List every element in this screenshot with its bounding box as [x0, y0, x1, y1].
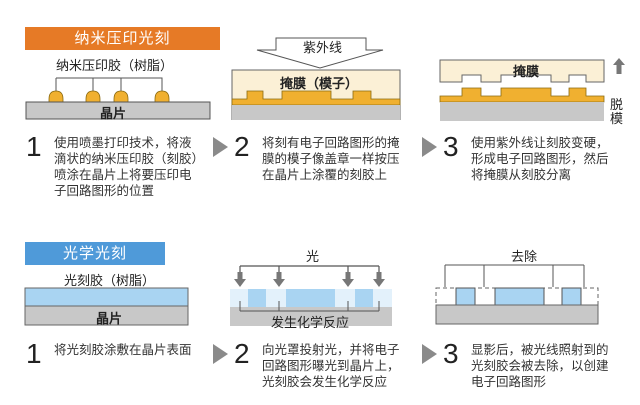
step-number: 1: [26, 131, 42, 162]
imprinted-resist: [231, 90, 401, 106]
remove-label: 去除: [511, 250, 538, 265]
photolithography-title-banner: 光学光刻: [25, 242, 165, 265]
step-number: 2: [234, 338, 250, 369]
photolithography-step-2: 2 向光罩投射光，并将电子 回路图形曝光到晶片上， 光刻胶会发生化学反应: [213, 340, 400, 390]
light-arrow-icon: [234, 272, 385, 287]
remaining-resist: [494, 287, 545, 306]
step-description: 向光罩投射光，并将电子 回路图形曝光到晶片上， 光刻胶会发生化学反应: [262, 342, 400, 389]
masked-resist: [248, 289, 266, 307]
nanoimprint-diagram-3: [439, 59, 605, 121]
step-arrow-icon: [213, 137, 228, 157]
step-description: 显影后，被光线照射到的 光刻胶会被去除，以创建 电子回路图形: [471, 342, 609, 389]
step-arrow-icon: [213, 344, 228, 364]
step-description: 将光刻胶涂敷在晶片表面: [54, 342, 192, 357]
photolithography-step-3: 3 显影后，被光线照射到的 光刻胶会被去除，以创建 电子回路图形: [422, 340, 609, 390]
photoresist-layer: [24, 287, 189, 307]
nanoimprint-step-3: 3 使用紫外线让刻胶变硬， 形成电子回路图形，然后 将掩膜从刻胶分离: [422, 133, 609, 183]
step-number: 3: [443, 338, 459, 369]
wafer: [25, 101, 211, 120]
wafer: [435, 304, 599, 325]
photolithography-diagram-2: [230, 265, 392, 326]
lift-up-arrow-icon: [613, 58, 625, 74]
remaining-resist: [455, 287, 476, 306]
mask-label: 掩膜: [513, 65, 540, 80]
uv-arrow-icon: [256, 37, 384, 69]
wafer: [230, 307, 392, 326]
photoresist-label: 光刻胶（树脂）: [64, 274, 156, 289]
reaction-bracket: [239, 301, 380, 312]
demold-label-1: 脱: [610, 98, 624, 113]
remove-bracket: [444, 264, 585, 287]
wafer-label: 晶片: [96, 312, 123, 327]
demold-label-2: 模: [610, 112, 624, 127]
step-number: 3: [443, 131, 459, 162]
uv-label: 紫外线: [303, 41, 343, 56]
remaining-resist: [561, 287, 582, 306]
nanoimprint-title-banner: 纳米压印光刻: [25, 27, 220, 50]
nanoimprint-diagram-2: [231, 37, 401, 120]
nanoimprint-resist-label: 纳米压印胶（树脂）: [56, 59, 174, 74]
step-number: 2: [234, 131, 250, 162]
nanoimprint-step-1: 1 使用喷墨打印技术，将液 滴状的纳米压印胶（刻胶） 喷涂在晶片上将要压印电 子…: [26, 133, 204, 199]
light-bracket: [239, 265, 380, 276]
step-description: 将刻有电子回路图形的掩 膜的模子像盖章一样按压 在晶片上涂覆的刻胶上: [262, 135, 400, 182]
mask-lifted: [439, 59, 605, 83]
masked-resist: [286, 289, 335, 307]
nanoimprint-diagram-1: [25, 77, 211, 120]
chemical-reaction-label: 发生化学反应: [271, 316, 350, 331]
step-number: 1: [26, 338, 42, 369]
masked-resist: [355, 289, 373, 307]
step-arrow-icon: [422, 344, 437, 364]
step-arrow-icon: [422, 137, 437, 157]
photolithography-diagram-1: [24, 287, 189, 326]
photolithography-diagram-3: [435, 264, 599, 325]
light-label: 光: [306, 250, 320, 265]
step-description: 使用紫外线让刻胶变硬， 形成电子回路图形，然后 将掩膜从刻胶分离: [471, 135, 609, 182]
mask-mold-label: 掩膜（模子）: [280, 77, 359, 92]
label-bracket: [55, 77, 163, 92]
wafer: [232, 105, 400, 120]
wafer-label: 晶片: [100, 107, 127, 122]
cured-resist: [439, 87, 605, 103]
wafer: [24, 305, 189, 326]
step-description: 使用喷墨打印技术，将液 滴状的纳米压印胶（刻胶） 喷涂在晶片上将要压印电 子回路…: [54, 135, 205, 198]
photolithography-step-1: 1 将光刻胶涂敷在晶片表面: [26, 340, 192, 368]
wafer: [440, 102, 604, 121]
nanoimprint-step-2: 2 将刻有电子回路图形的掩 膜的模子像盖章一样按压 在晶片上涂覆的刻胶上: [213, 133, 400, 183]
